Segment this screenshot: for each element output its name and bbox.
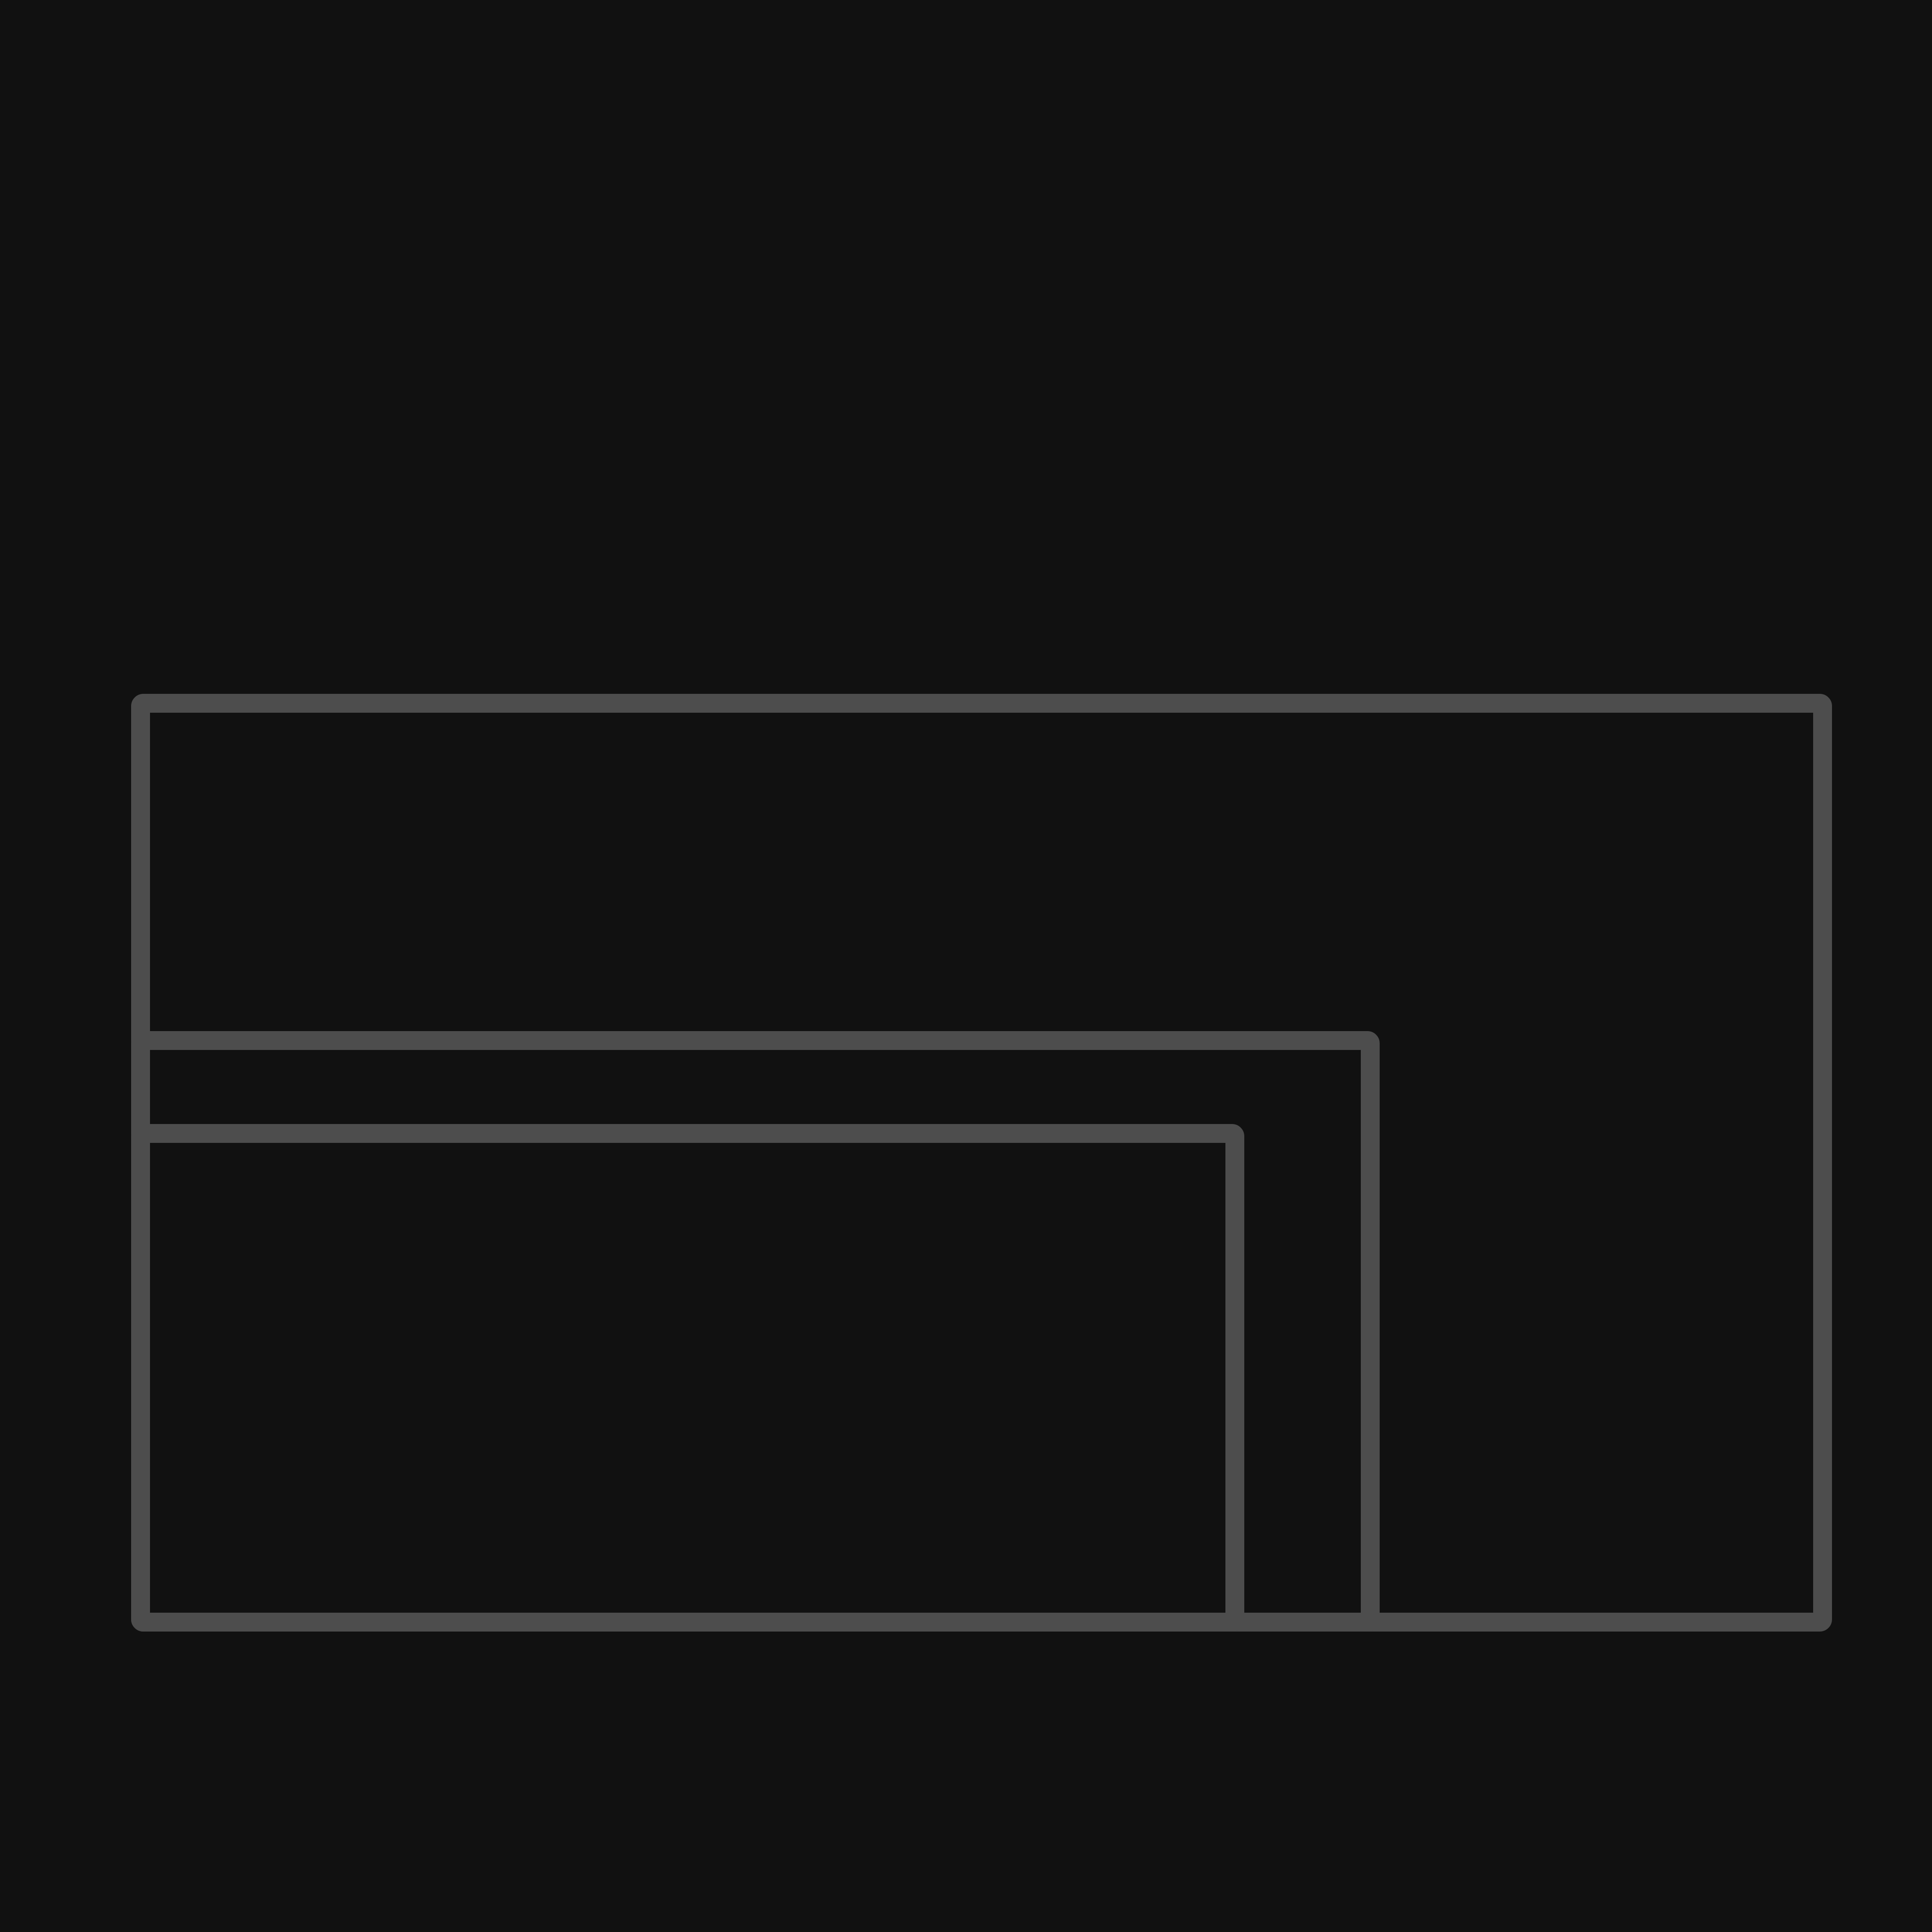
- frame-large: [131, 694, 1832, 1632]
- frame-small: [131, 1124, 1244, 1632]
